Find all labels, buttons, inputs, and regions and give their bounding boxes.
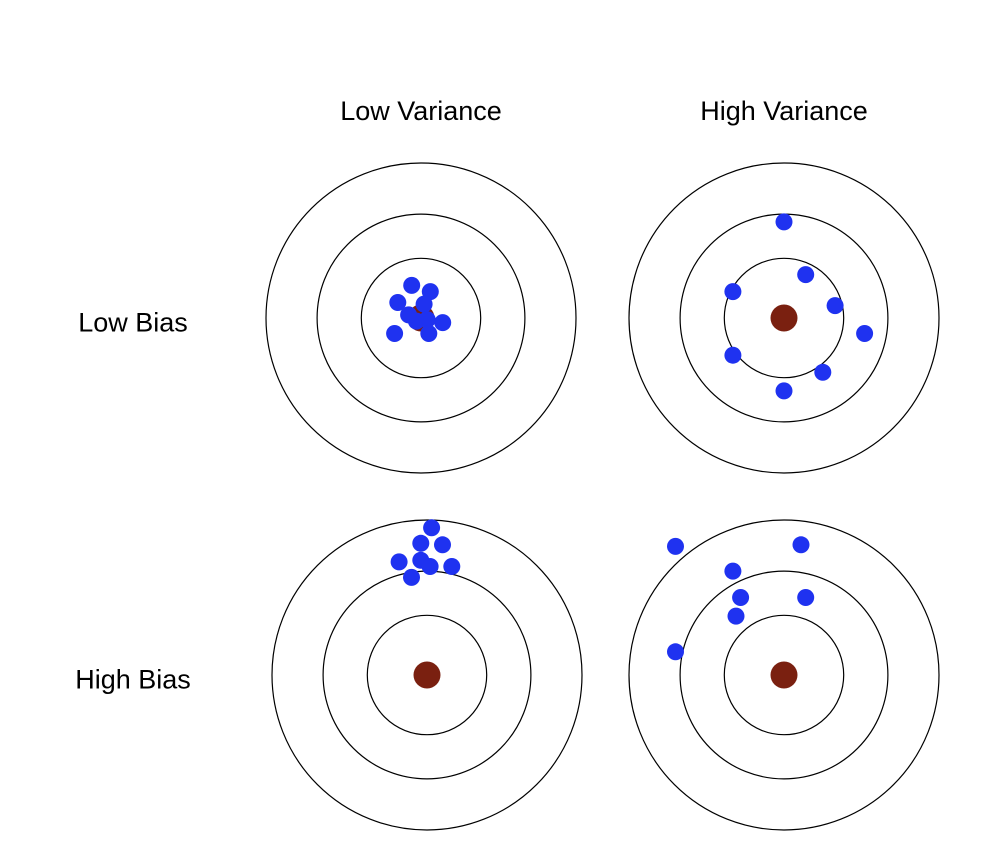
shot-point: [389, 294, 407, 311]
shot-point: [724, 346, 742, 364]
target-low-bias-low-variance: [265, 162, 577, 474]
shot-point: [420, 325, 438, 342]
shot-point: [727, 607, 745, 625]
shot-point: [724, 283, 742, 301]
shot-point: [667, 643, 684, 661]
shot-point: [423, 519, 441, 537]
target-ring-1: [265, 162, 577, 474]
shot-point: [403, 568, 420, 586]
shot-point: [386, 325, 404, 342]
shot-point: [667, 537, 684, 555]
target-ring-3: [360, 257, 482, 379]
target-ring-3: [366, 614, 488, 736]
target-ring-1: [628, 162, 940, 474]
shot-point: [724, 562, 742, 580]
target-ring-1: [271, 519, 583, 831]
shot-point: [418, 311, 436, 329]
target-ring-2: [316, 213, 526, 423]
shot-point: [412, 534, 430, 552]
bullseye: [770, 304, 798, 332]
shot-point: [826, 297, 844, 315]
shot-point: [797, 266, 815, 284]
target-ring-3: [723, 257, 845, 379]
shot-point: [400, 306, 418, 324]
bullseye: [413, 661, 441, 689]
shot-point: [434, 314, 452, 332]
shot-point: [814, 363, 832, 381]
row-label-low-bias: Low Bias: [78, 307, 188, 338]
bullseye: [770, 661, 798, 689]
target-ring-2: [679, 570, 889, 780]
shot-point: [390, 553, 408, 571]
shot-point: [732, 589, 750, 606]
shot-point: [415, 295, 433, 313]
target-ring-1: [628, 519, 940, 831]
target-ring-3: [723, 614, 845, 736]
shot-point: [797, 589, 815, 606]
target-high-bias-high-variance: [628, 519, 940, 831]
shot-point: [775, 382, 793, 400]
target-high-bias-low-variance: [271, 519, 583, 831]
target-low-bias-high-variance: [628, 162, 940, 474]
shot-point: [421, 558, 439, 575]
shot-point: [403, 276, 421, 294]
row-label-high-bias: High Bias: [75, 664, 191, 695]
shot-point: [775, 213, 793, 231]
column-label-high-variance: High Variance: [700, 96, 868, 126]
column-label-low-variance: Low Variance: [340, 96, 502, 126]
shot-point: [443, 558, 461, 575]
shot-point: [792, 536, 810, 554]
shot-point: [856, 325, 874, 342]
shot-point: [434, 536, 451, 554]
